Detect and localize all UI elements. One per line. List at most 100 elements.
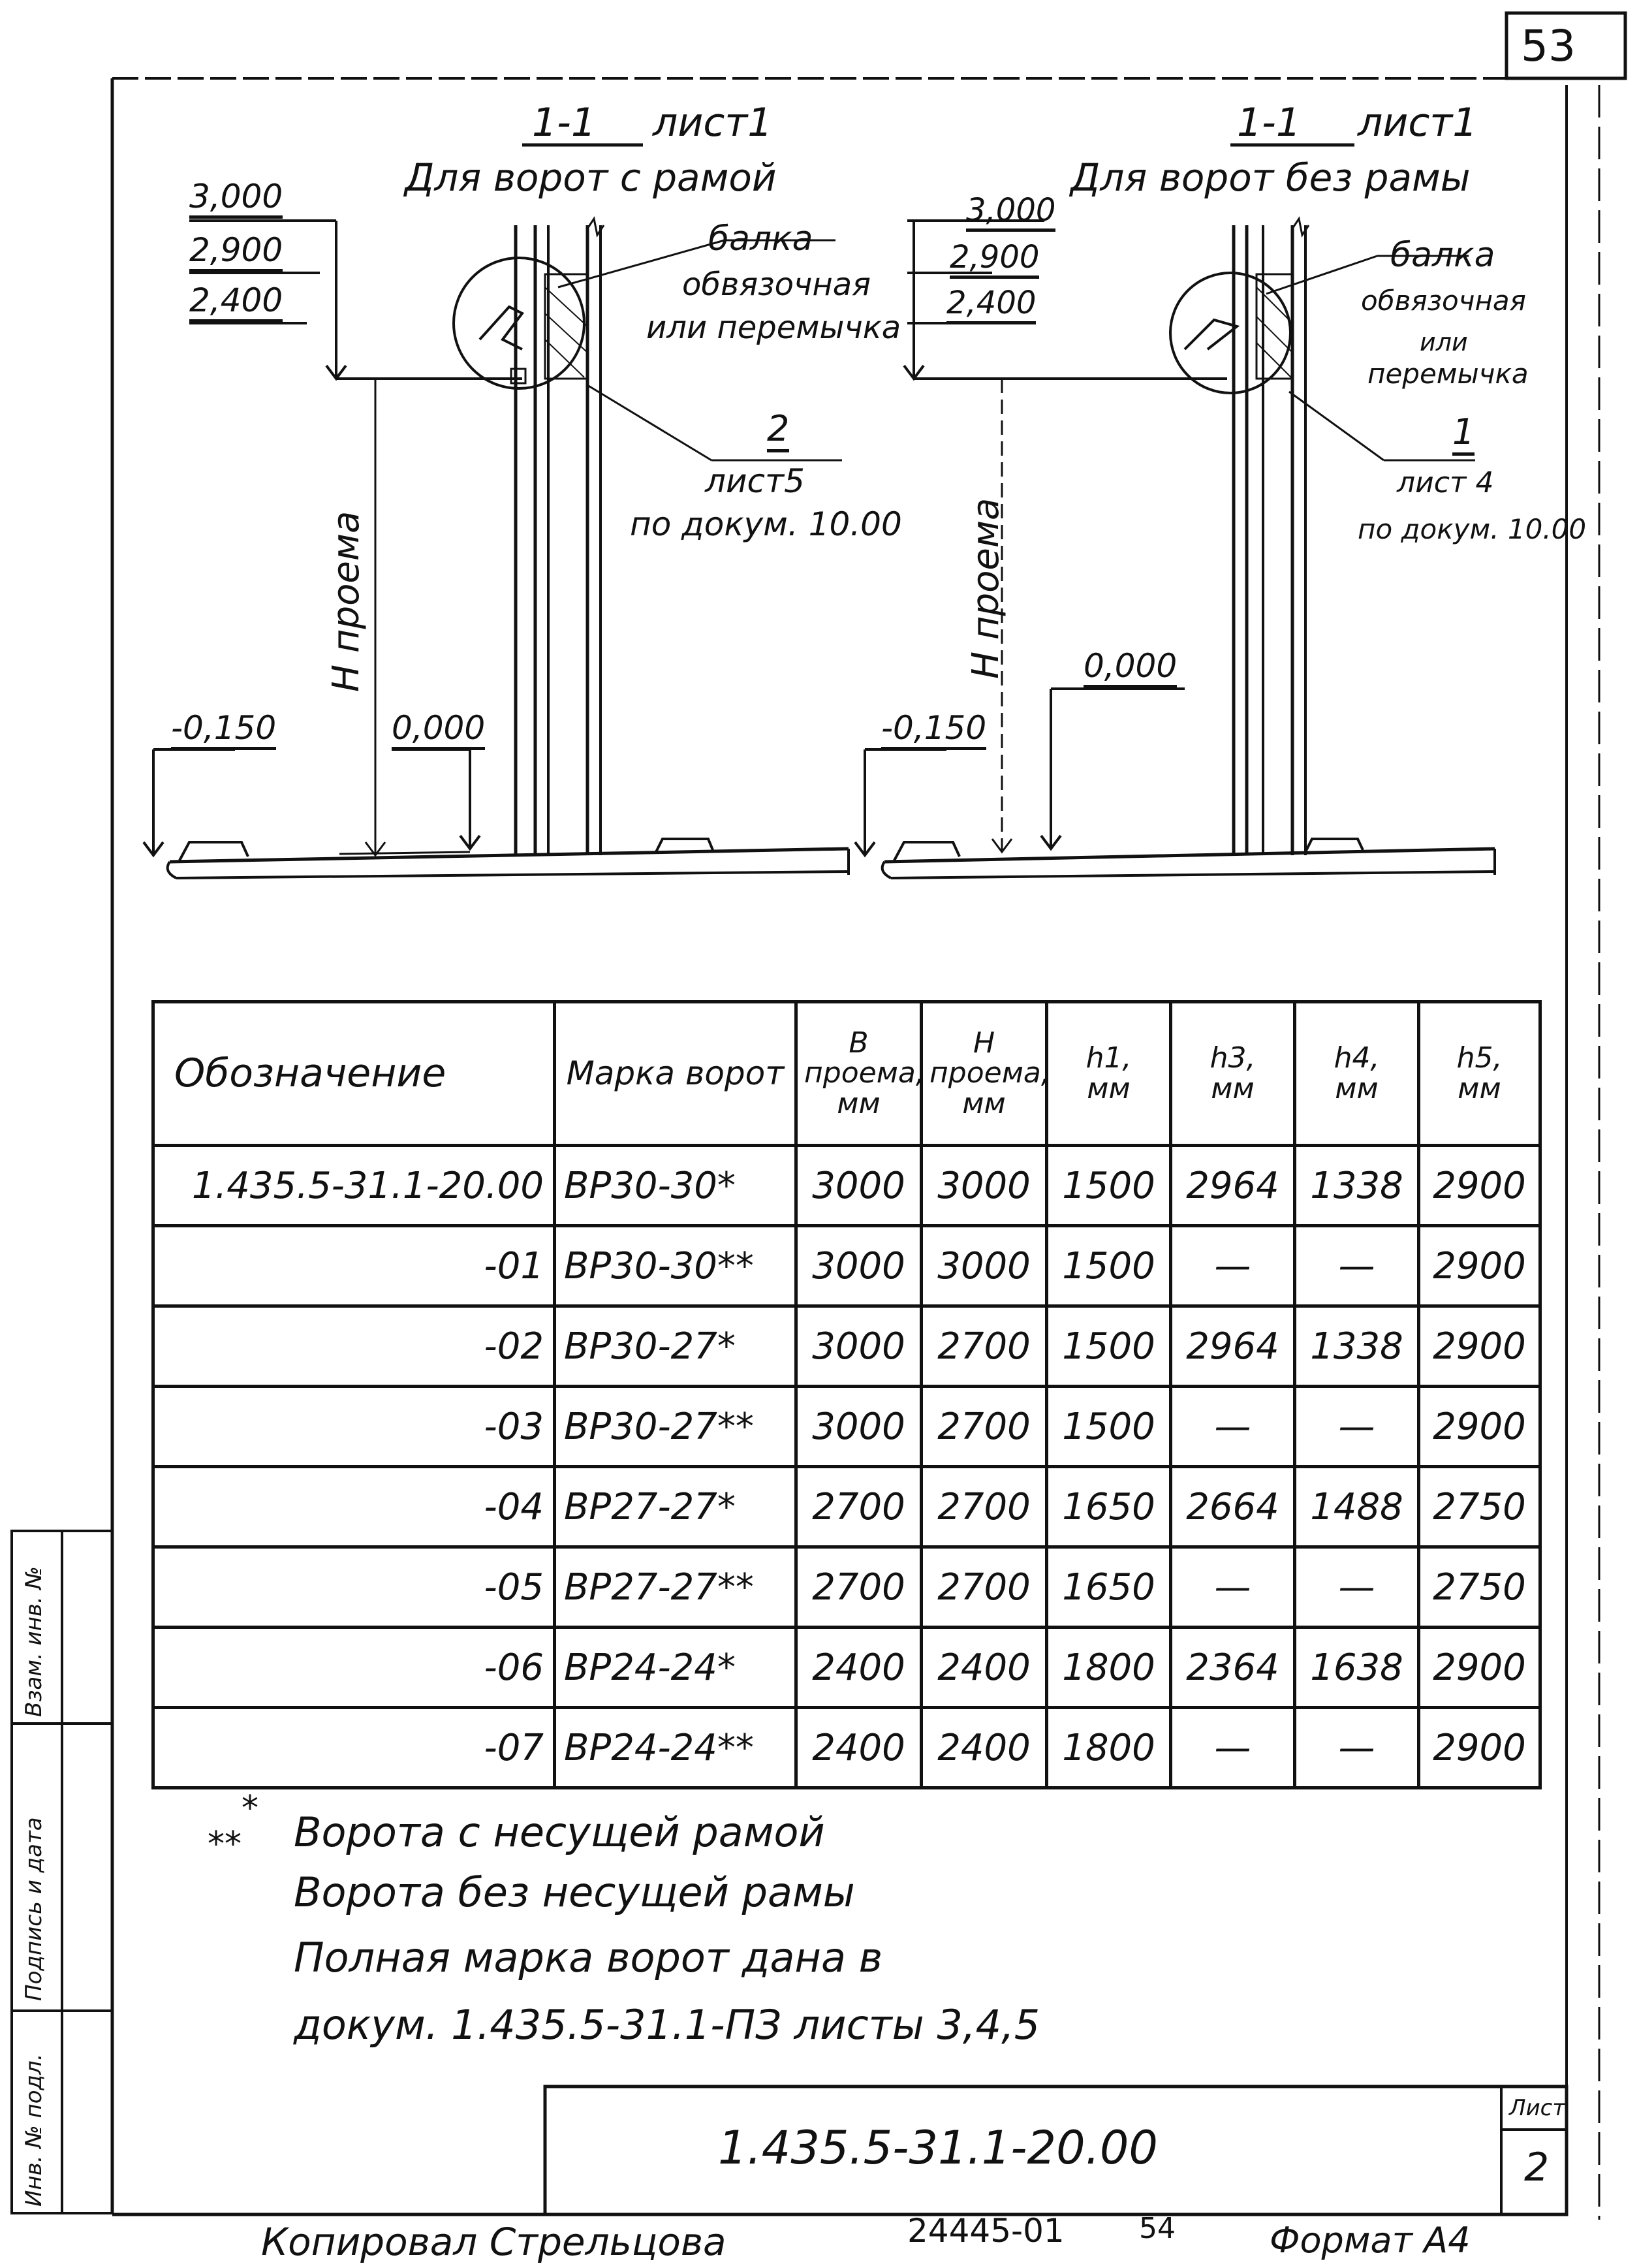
right-node-doc: по докум. 10.00 — [1358, 513, 1587, 545]
footer-copied-by: Копировал Стрельцова — [261, 2220, 726, 2264]
header-h3: h3,мм — [1169, 1000, 1296, 1147]
note-star-1: * — [242, 1789, 258, 1828]
header-h1-line2: мм — [1087, 1071, 1131, 1105]
right-level-3000: 3,000 — [966, 195, 1056, 232]
header-h3-line1: h3, — [1210, 1041, 1256, 1075]
header-h4: h4,мм — [1293, 1000, 1420, 1147]
stamp-sheet-label: Лист — [1509, 2095, 1566, 2121]
cell-code: -03 — [151, 1385, 556, 1468]
footer-extra-number: 54 — [1139, 2212, 1176, 2245]
right-level-2900: 2,900 — [950, 242, 1040, 279]
cell-mark: ВР27-27* — [553, 1465, 798, 1549]
left-level-zero: 0,000 — [392, 712, 486, 750]
left-node-doc: по докум. 10.00 — [630, 505, 902, 543]
header-h5-line2: мм — [1458, 1071, 1501, 1105]
cell-h4: — — [1293, 1224, 1420, 1308]
cell-code: -05 — [151, 1545, 556, 1629]
right-section-title: 1-1 — [1237, 100, 1301, 146]
right-beam-label-3: или — [1420, 328, 1468, 356]
footer-format: Формат А4 — [1270, 2220, 1471, 2261]
page-number: 53 — [1521, 21, 1576, 71]
right-node-sheet: лист 4 — [1397, 466, 1494, 499]
cell-h5: 2900 — [1417, 1385, 1542, 1468]
cell-mark: ВР30-27* — [553, 1304, 798, 1388]
cell-h1: 1500 — [1045, 1224, 1172, 1308]
cell-h4: — — [1293, 1385, 1420, 1468]
cell-h4: — — [1293, 1545, 1420, 1629]
cell-h4: — — [1293, 1706, 1420, 1789]
header-h5-line1: h5, — [1456, 1041, 1503, 1075]
right-level-minus: -0,150 — [881, 712, 987, 750]
cell-h5: 2750 — [1417, 1465, 1542, 1549]
header-h1-line1: h1, — [1085, 1041, 1132, 1075]
right-section-sheet: лист1 — [1358, 100, 1478, 146]
right-level-zero: 0,000 — [1084, 650, 1178, 688]
left-height-label: H проема — [325, 511, 367, 692]
cell-code: 1.435.5-31.1-20.00 — [151, 1144, 556, 1227]
cell-mark: ВР30-27** — [553, 1385, 798, 1468]
left-section-subtitle: Для ворот с рамой — [405, 155, 777, 200]
cell-mark: ВР30-30** — [553, 1224, 798, 1308]
cell-h: 2400 — [920, 1706, 1048, 1789]
cell-h1: 1800 — [1045, 1706, 1172, 1789]
left-beam-label-3: или перемычка — [646, 309, 901, 346]
cell-h: 2700 — [920, 1304, 1048, 1388]
cell-h1: 1500 — [1045, 1144, 1172, 1227]
cell-h1: 1500 — [1045, 1385, 1172, 1468]
cell-b: 2400 — [794, 1706, 923, 1789]
right-beam-label-4: перемычка — [1367, 358, 1529, 390]
cell-h: 2700 — [920, 1385, 1048, 1468]
side-stamp-sign-date: Подпись и дата — [21, 1817, 47, 2001]
cell-mark: ВР24-24* — [553, 1626, 798, 1709]
header-b-line2: проема, — [804, 1056, 922, 1090]
cell-h3: — — [1169, 1385, 1296, 1468]
header-designation: Обозначение — [151, 1000, 556, 1147]
header-h4-line2: мм — [1335, 1071, 1379, 1105]
cell-h3: 2964 — [1169, 1144, 1296, 1227]
right-height-label: H проема — [965, 497, 1007, 679]
note-line-2: Ворота без несущей рамы — [294, 1868, 855, 1916]
header-h3-line2: мм — [1211, 1071, 1255, 1105]
cell-h: 3000 — [920, 1144, 1048, 1227]
cell-h: 3000 — [920, 1224, 1048, 1308]
right-section-subtitle: Для ворот без рамы — [1070, 155, 1471, 200]
cell-h1: 1500 — [1045, 1304, 1172, 1388]
left-level-minus: -0,150 — [171, 712, 277, 750]
left-node-number: 2 — [767, 411, 790, 452]
cell-h5: 2900 — [1417, 1144, 1542, 1227]
left-section-title: 1-1 — [532, 100, 596, 146]
left-section-sheet: лист1 — [653, 100, 773, 146]
left-beam-label-1: балка — [708, 219, 813, 259]
cell-mark: ВР27-27** — [553, 1545, 798, 1629]
note-line-1: Ворота с несущей рамой — [294, 1808, 825, 1856]
cell-b: 2700 — [794, 1465, 923, 1549]
cell-h: 2700 — [920, 1465, 1048, 1549]
cell-h5: 2900 — [1417, 1224, 1542, 1308]
cell-h5: 2900 — [1417, 1706, 1542, 1789]
cell-h1: 1650 — [1045, 1465, 1172, 1549]
cell-h5: 2750 — [1417, 1545, 1542, 1629]
cell-b: 3000 — [794, 1144, 923, 1227]
left-level-2900: 2,900 — [189, 234, 283, 272]
cell-h3: — — [1169, 1224, 1296, 1308]
note-line-3: Полная марка ворот дана в — [294, 1934, 883, 1981]
side-stamp-replace-inv: Взам. инв. № — [21, 1566, 47, 1717]
right-node-number: 1 — [1452, 415, 1475, 456]
cell-h4: 1338 — [1293, 1304, 1420, 1388]
header-h-line1: H — [973, 1026, 995, 1060]
cell-h5: 2900 — [1417, 1304, 1542, 1388]
cell-code: -06 — [151, 1626, 556, 1709]
left-beam-label-2: обвязочная — [682, 266, 871, 303]
right-level-2400: 2,400 — [946, 287, 1037, 324]
right-beam-label-2: обвязочная — [1361, 285, 1526, 317]
